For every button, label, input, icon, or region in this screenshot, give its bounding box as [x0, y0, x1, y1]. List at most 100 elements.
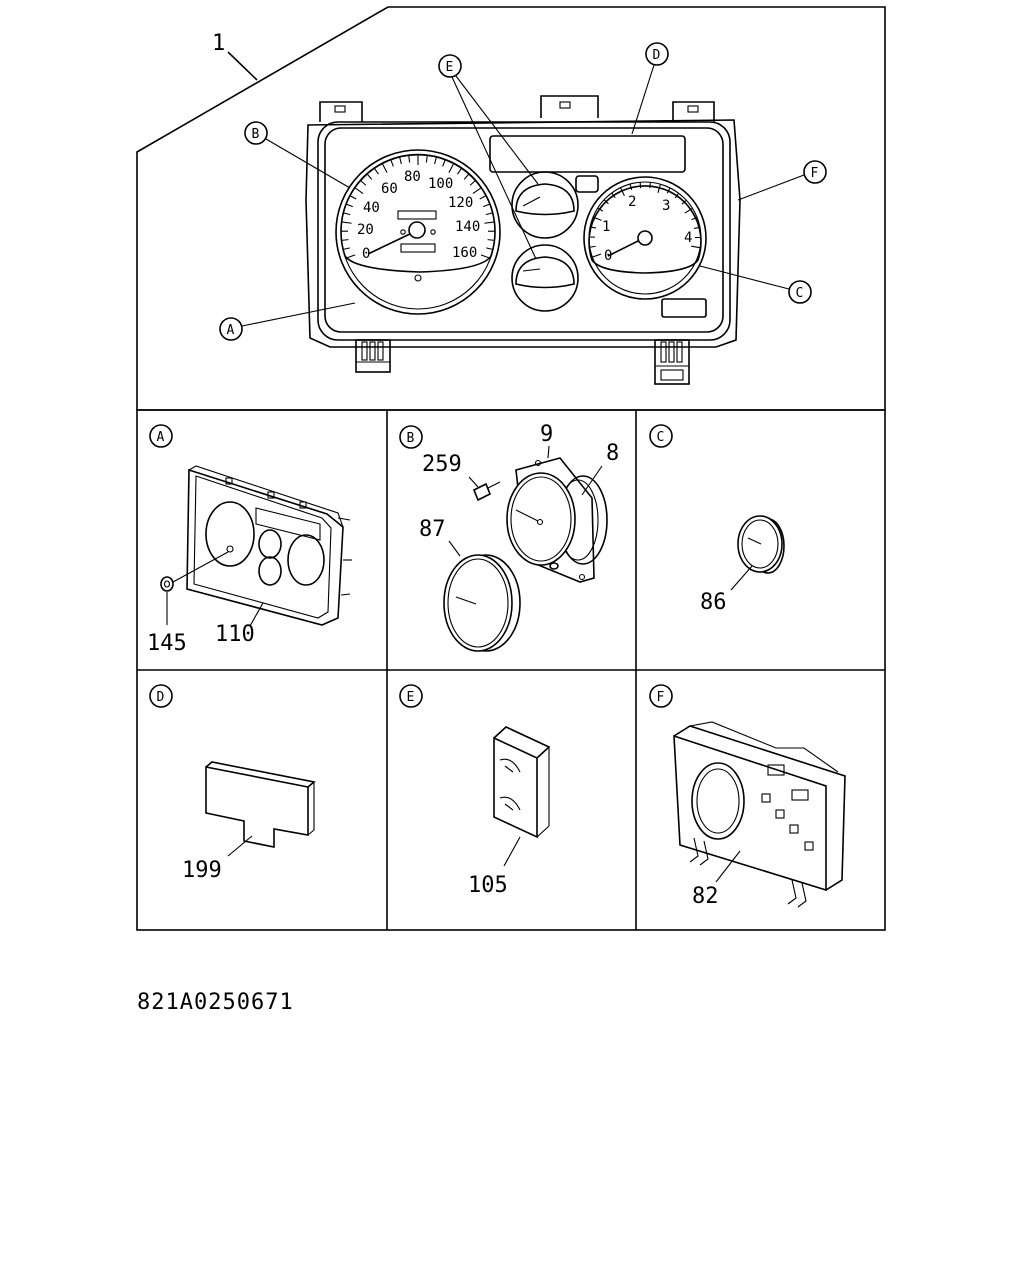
dial-tick: [649, 182, 651, 189]
part-number: 199: [182, 858, 222, 883]
tacho-tick-label: 3: [662, 198, 670, 214]
dial-tick: [374, 168, 379, 175]
dial-tick: [366, 173, 373, 180]
dial-tick: [603, 199, 609, 205]
callout-c: C: [699, 265, 812, 304]
dial-tick: [681, 199, 687, 205]
detail-panel-b: B 259 9 8 87: [399, 422, 619, 652]
speedo-tick-label: 60: [381, 181, 398, 197]
dial-tick: [629, 183, 633, 190]
svg-text:F: F: [811, 166, 819, 181]
speedo-tick-label: 0: [362, 246, 370, 262]
dial-tick: [619, 187, 625, 196]
dial-tick: [597, 207, 604, 212]
dial-tick: [434, 157, 437, 165]
detail-panel-f: F 82: [649, 684, 846, 909]
dial-tick: [657, 184, 661, 193]
callout-e: E: [438, 54, 539, 260]
speedo-tick-label: 40: [363, 200, 380, 216]
svg-text:B: B: [252, 127, 260, 142]
assembly-number: 1: [212, 31, 225, 56]
instrument-cluster: 0 20 40 60 80 100 120 140 160 0 1 2 3 4: [305, 95, 741, 385]
dial-tick: [341, 239, 349, 241]
callout-b: B: [244, 121, 351, 189]
part-number: 8: [606, 441, 619, 466]
dial-tick: [343, 212, 351, 216]
dial-tick: [486, 247, 494, 251]
part-number: 86: [700, 590, 727, 615]
dial-tick: [346, 203, 353, 208]
dial-tick: [354, 187, 364, 195]
dial-tick: [589, 245, 596, 248]
callout-a: A: [219, 302, 356, 341]
dial-tick: [485, 212, 493, 216]
dial-tick: [592, 216, 602, 221]
detail-panel-a: A 145 110: [147, 424, 352, 656]
dial-tick: [479, 195, 487, 200]
dial-tick: [484, 221, 495, 224]
dial-tick: [425, 155, 428, 163]
dial-tick: [442, 159, 446, 167]
dial-tick: [684, 207, 693, 214]
connector-left: [355, 339, 391, 373]
svg-text:F: F: [657, 690, 665, 705]
dial-tick: [399, 157, 402, 165]
speedo-tick-label: 20: [357, 222, 374, 238]
dial-tick: [592, 253, 602, 258]
dial-tick: [480, 254, 491, 259]
speedo-tick-label: 100: [428, 176, 453, 192]
speedo-tick-label: 140: [455, 219, 480, 235]
svg-text:D: D: [157, 690, 165, 705]
svg-text:A: A: [157, 430, 165, 445]
dial-tick: [590, 226, 597, 229]
speedometer-ticks: [340, 155, 496, 259]
part-number: 110: [215, 622, 255, 647]
dial-tick: [349, 195, 357, 200]
part-number: 9: [540, 422, 553, 447]
svg-text:E: E: [407, 690, 415, 705]
part-number: 259: [422, 452, 462, 477]
speedo-tick-label: 80: [404, 169, 421, 185]
speedo-tick-label: 160: [452, 245, 477, 261]
speedo-tick-label: 120: [448, 195, 473, 211]
svg-text:C: C: [657, 430, 665, 445]
part-number: 87: [419, 517, 446, 542]
tacho-tick-label: 1: [602, 219, 610, 235]
dial-tick: [487, 239, 495, 241]
dial-tick: [691, 216, 698, 221]
dial-tick: [457, 168, 462, 175]
dial-tick: [691, 245, 701, 249]
svg-text:C: C: [796, 286, 804, 301]
detail-panel-c: C 86: [649, 424, 785, 615]
dial-tick: [674, 192, 680, 199]
assembly-label: 1: [212, 31, 258, 81]
tachometer-ticks: [588, 182, 702, 258]
svg-text:D: D: [653, 48, 661, 63]
part-number: 145: [147, 631, 187, 656]
detail-panel-d: D 199: [149, 684, 316, 883]
dial-tick: [342, 247, 350, 251]
dial-tick: [408, 155, 411, 163]
dial-tick: [448, 163, 455, 173]
dial-tick: [390, 159, 394, 167]
dial-tick: [469, 180, 476, 186]
tacho-tick-label: 2: [628, 194, 636, 210]
dial-tick: [341, 221, 352, 224]
dial-tick: [472, 187, 482, 195]
dial-tick: [463, 173, 470, 180]
svg-text:B: B: [407, 431, 415, 446]
connector-right: [654, 339, 690, 385]
callout-f: F: [737, 160, 827, 201]
dial-tick: [345, 254, 356, 259]
diagram-frame: [136, 6, 886, 931]
tacho-tick-label: 4: [684, 230, 692, 246]
dial-tick: [611, 192, 616, 199]
dial-tick: [693, 226, 701, 229]
dial-tick: [381, 163, 388, 173]
callout-d: D: [631, 42, 669, 135]
svg-text:E: E: [446, 60, 454, 75]
dial-tick: [666, 187, 671, 194]
dial-tick: [483, 203, 490, 208]
detail-panel-e: E 105: [399, 684, 551, 898]
